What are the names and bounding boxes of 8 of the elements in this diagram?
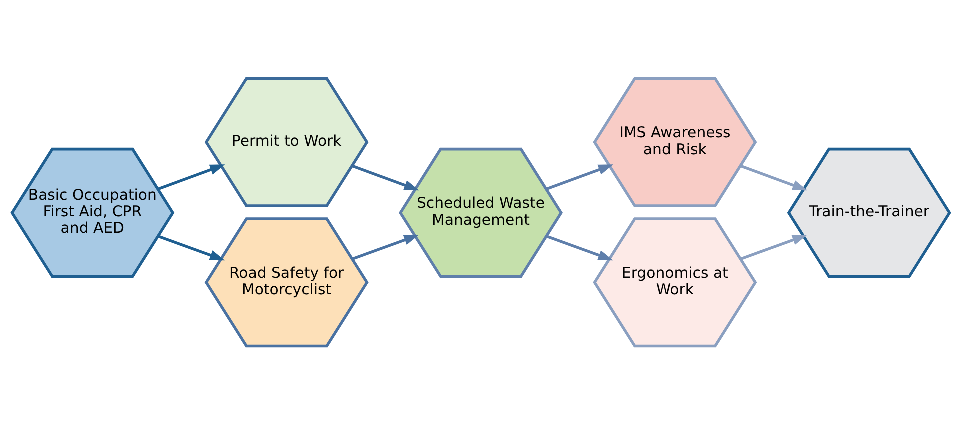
arrow [158,164,226,190]
arrow [158,234,225,260]
arrow [352,164,420,190]
arrow [352,234,420,260]
arrow [546,164,614,190]
arrow [546,234,614,260]
arrow [740,164,808,190]
arrow [740,234,808,260]
